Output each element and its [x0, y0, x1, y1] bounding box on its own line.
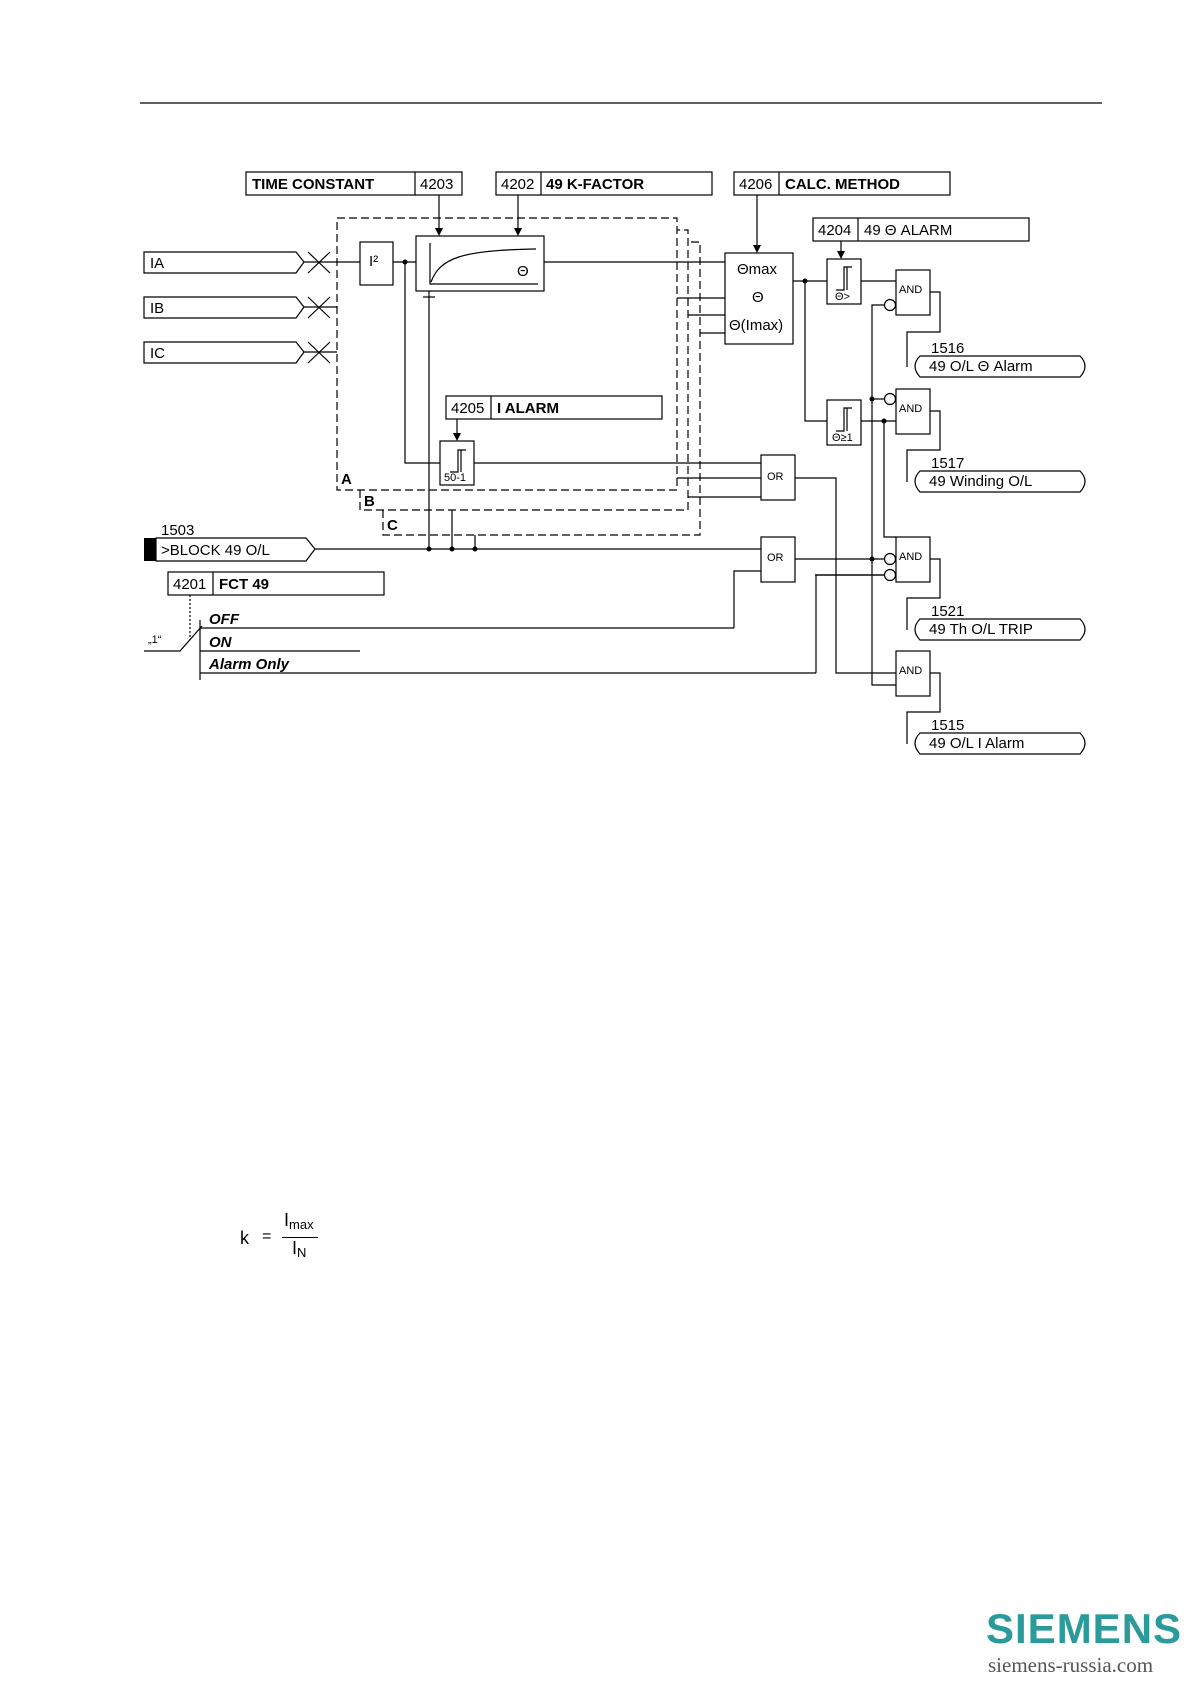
gate-label: OR [767, 471, 784, 483]
phase-frames: A B C [336, 217, 701, 536]
block-code: 1503 [161, 522, 194, 539]
gate-label: AND [899, 284, 922, 296]
switch-option-off: OFF [209, 611, 240, 628]
formula-num: I [284, 1210, 290, 1230]
input-label: IC [150, 345, 165, 362]
threshold-label: 50-1 [444, 472, 466, 484]
output-label: 49 O/L I Alarm [929, 735, 1024, 752]
input-label: IA [150, 255, 164, 272]
switch-marker: „1“ [148, 634, 162, 646]
param-i-alarm: 4205 I ALARM [445, 395, 663, 420]
formula-eq: = [262, 1228, 272, 1245]
formula-denominator: IN [292, 1238, 306, 1260]
output-code: 1521 [931, 603, 964, 620]
param-arrows [435, 195, 845, 259]
input-label: IB [150, 300, 164, 317]
calc-label-max: Θmax [737, 261, 778, 278]
param-label: FCT 49 [219, 576, 269, 593]
param-code: 4205 [451, 400, 484, 417]
param-label: 49 K-FACTOR [546, 176, 644, 193]
formula-num-sub: max [289, 1217, 314, 1232]
output-label: 49 Th O/L TRIP [929, 621, 1033, 638]
switch-option-on: ON [209, 634, 233, 651]
formula-bar [282, 1237, 318, 1238]
param-code: 4206 [739, 176, 772, 193]
gate-label: OR [767, 552, 784, 564]
output-1521: 1521 49 Th O/L TRIP [906, 558, 1086, 641]
threshold-theta-ge1: Θ≥1 [826, 399, 862, 446]
calc-label-imax: Θ(Imax) [729, 317, 783, 334]
and-gate-2: AND [883, 388, 931, 435]
threshold-50-1: 50-1 [439, 440, 475, 486]
block-input: 1503 >BLOCK 49 O/L [144, 522, 316, 562]
param-code: 4203 [420, 176, 453, 193]
output-1517: 1517 49 Winding O/L [906, 410, 1086, 493]
siemens-logo: SIEMENS siemens-russia.com [986, 1605, 1186, 1684]
param-fct49: 4201 FCT 49 [167, 571, 385, 596]
output-1516: 1516 49 O/L Θ Alarm [906, 291, 1086, 378]
square-block: I² [359, 241, 394, 286]
block-label: >BLOCK 49 O/L [161, 542, 270, 559]
switch-option-alarm-only: Alarm Only [208, 656, 290, 673]
logo-brand: SIEMENS [986, 1605, 1183, 1652]
gate-wiring [795, 280, 896, 686]
formula-numerator: Imax [284, 1210, 314, 1232]
threshold-label: Θ≥1 [832, 432, 853, 444]
or-gate-1: OR [760, 454, 796, 501]
formula-lhs: k [240, 1228, 249, 1248]
param-theta-alarm: 4204 49 Θ ALARM [812, 217, 1030, 242]
mode-switch: „1“ OFF ON Alarm Only [144, 570, 884, 680]
phase-label-b: B [364, 493, 375, 510]
current-inputs: IA IB IC [143, 251, 360, 364]
square-label: I² [369, 253, 378, 270]
output-label: 49 Winding O/L [929, 473, 1032, 490]
param-code: 4201 [173, 576, 206, 593]
calc-block: Θmax Θ Θ(Imax) [724, 252, 794, 345]
input-ia: IA [143, 251, 360, 274]
input-ib: IB [143, 296, 337, 319]
output-code: 1515 [931, 717, 964, 734]
and-gate-4: AND [895, 650, 931, 697]
param-label: CALC. METHOD [785, 176, 900, 193]
param-label: I ALARM [497, 400, 559, 417]
phase-frame-c [382, 241, 701, 536]
param-time-constant: TIME CONSTANT 4203 [245, 171, 463, 196]
threshold-label: Θ> [835, 291, 850, 303]
output-label: 49 O/L Θ Alarm [929, 358, 1033, 375]
and-gate-3: AND [883, 536, 931, 583]
output-code: 1516 [931, 340, 964, 357]
input-ic: IC [143, 341, 337, 364]
phase-label-a: A [341, 471, 352, 488]
formula-den-sub: N [297, 1245, 307, 1260]
phase-label-c: C [387, 517, 398, 534]
gate-label: AND [899, 665, 922, 677]
output-1515: 1515 49 O/L I Alarm [906, 672, 1086, 755]
calc-label-theta: Θ [752, 289, 764, 306]
param-label: 49 Θ ALARM [864, 222, 952, 239]
phase-frame-a [336, 217, 678, 491]
param-label: TIME CONSTANT [252, 176, 374, 193]
gate-label: AND [899, 403, 922, 415]
filter-label: Θ [517, 263, 529, 280]
formula-den: I [292, 1238, 298, 1258]
threshold-theta-gt: Θ> [826, 258, 862, 305]
output-code: 1517 [931, 455, 964, 472]
param-code: 4202 [501, 176, 534, 193]
gate-label: AND [899, 551, 922, 563]
param-k-factor: 4202 49 K-FACTOR [495, 171, 713, 196]
param-code: 4204 [818, 222, 851, 239]
k-factor-formula: k = Imax IN [240, 1210, 360, 1270]
thermal-filter-block: Θ [415, 235, 545, 292]
logo-site: siemens-russia.com [988, 1653, 1154, 1677]
or-gate-2: OR [760, 536, 796, 583]
and-gate-1: AND [883, 269, 931, 316]
phase-frame-b [359, 229, 689, 511]
param-calc-method: 4206 CALC. METHOD [733, 171, 951, 196]
